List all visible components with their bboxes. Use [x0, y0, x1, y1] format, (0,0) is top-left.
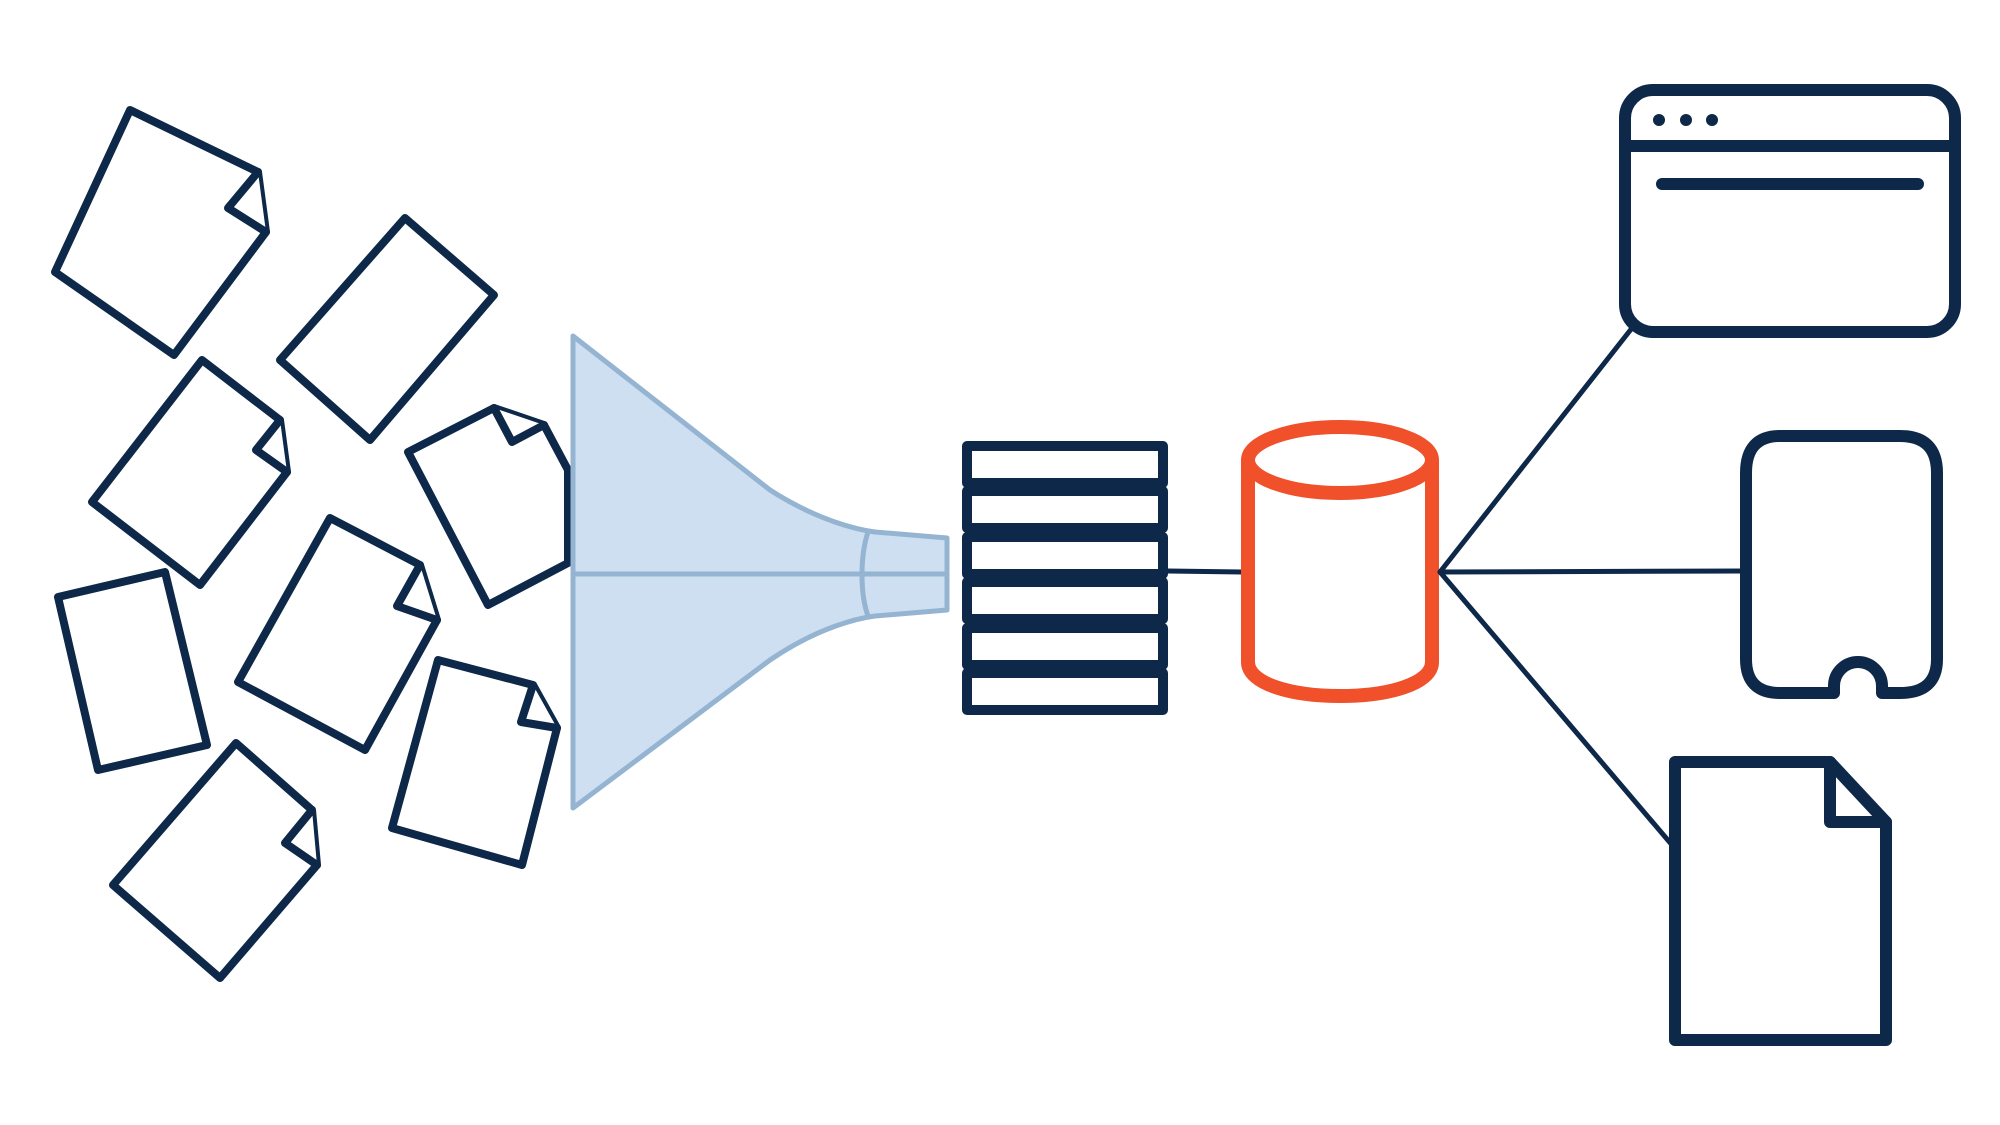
browser-window-icon: [1619, 84, 1961, 338]
window-dot-icon: [1680, 114, 1692, 126]
document-icon: [54, 568, 211, 774]
connector-line: [1167, 568, 1243, 575]
database-cylinder-icon: [1241, 420, 1439, 703]
scattered-documents: [51, 106, 572, 982]
fan-out-connectors: [1437, 325, 1749, 848]
document-icon: [88, 356, 291, 589]
record-row: [962, 623, 1168, 670]
record-row: [962, 668, 1168, 715]
output-document-icon: [1669, 756, 1892, 1046]
document-icon: [51, 106, 270, 359]
record-row: [962, 577, 1168, 624]
document-icon: [404, 404, 572, 609]
document-icon: [388, 656, 561, 869]
document-icon: [109, 739, 321, 982]
record-row: [962, 532, 1168, 579]
window-dot-icon: [1653, 114, 1665, 126]
record-row: [962, 441, 1168, 488]
tablet-device-icon: [1740, 430, 1943, 699]
funnel-icon: [570, 333, 950, 811]
window-dot-icon: [1706, 114, 1718, 126]
document-icon: [276, 214, 498, 444]
record-row: [962, 486, 1168, 533]
document-icon: [234, 514, 441, 754]
record-stack-icon: [962, 441, 1168, 715]
